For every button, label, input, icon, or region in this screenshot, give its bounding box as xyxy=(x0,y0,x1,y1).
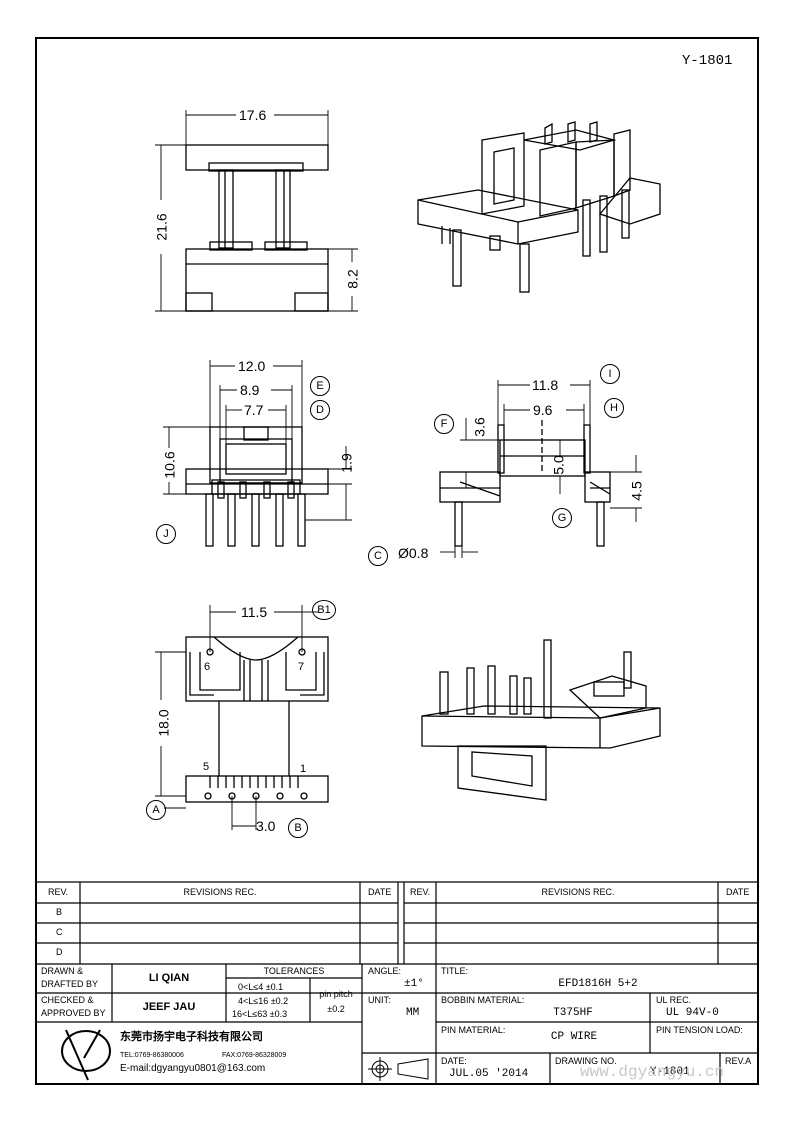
dim-w89: 8.9 xyxy=(240,382,260,398)
drawing-no-label: DRAWING NO. xyxy=(555,1056,617,1066)
title-label: TITLE: xyxy=(441,966,469,976)
rev-row-c: C xyxy=(56,927,63,937)
marker-d: D xyxy=(310,400,330,420)
rev-header-right: REV. xyxy=(410,887,431,897)
marker-c: C xyxy=(368,546,388,566)
dim-w77: 7.7 xyxy=(244,402,264,418)
company-fax: FAX:0769-86328009 xyxy=(222,1052,287,1059)
iso-view-top xyxy=(417,121,661,293)
dim-pitch: 3.0 xyxy=(256,818,276,834)
dim-w115: 11.5 xyxy=(241,604,268,620)
dim-height-total: 21.6 xyxy=(153,213,170,241)
bobbin-label: BOBBIN MATERIAL: xyxy=(441,995,525,1005)
pin-material-label: PIN MATERIAL: xyxy=(441,1025,506,1035)
date-header-right: DATE xyxy=(726,887,750,897)
date-value: JUL.05 '2014 xyxy=(449,1068,529,1080)
dim-w12: 12.0 xyxy=(238,358,266,374)
checked-by: JEEF JAU xyxy=(142,1001,196,1013)
drawing-id-top: Y-1801 xyxy=(682,53,733,69)
pin-pitch-label: pin pitch xyxy=(319,989,353,999)
marker-e: E xyxy=(310,376,330,396)
marker-g: G xyxy=(552,508,572,528)
ul-value: UL 94V-0 xyxy=(666,1007,719,1019)
checked-label-2: APPROVED BY xyxy=(41,1008,106,1018)
unit-label: UNIT: xyxy=(368,995,391,1005)
side-view xyxy=(185,426,329,547)
marker-j: J xyxy=(156,524,176,544)
marker-f: F xyxy=(434,414,454,434)
company-logo xyxy=(61,1029,111,1081)
dim-w96: 9.6 xyxy=(533,402,553,418)
ul-label: UL REC. xyxy=(656,995,692,1005)
marker-h: H xyxy=(604,398,624,418)
tolerance-3: 16<L≤63 ±0.3 xyxy=(232,1009,288,1019)
rev-header-left: REV. xyxy=(48,887,69,897)
top-view-dims xyxy=(155,110,358,312)
rec-header-right: REVISIONS REC. xyxy=(541,887,615,897)
rev-a-label: REV.A xyxy=(725,1056,752,1066)
top-view xyxy=(185,144,329,312)
drawn-label-2: DRAFTED BY xyxy=(41,979,99,989)
watermark: www.dgyangyu.cn xyxy=(580,1063,725,1081)
section-view xyxy=(439,420,611,547)
pin-label-7: 7 xyxy=(298,661,305,673)
tolerance-1: 0<L≤4 ±0.1 xyxy=(238,982,284,992)
marker-i: I xyxy=(600,364,620,384)
marker-a: A xyxy=(146,800,166,820)
rec-header-left: REVISIONS REC. xyxy=(183,887,257,897)
rev-row-d: D xyxy=(56,947,63,957)
pin-label-5: 5 xyxy=(203,761,210,773)
checked-label-1: CHECKED & xyxy=(41,995,94,1005)
drawn-by: LI QIAN xyxy=(148,972,190,984)
tolerance-2: 4<L≤16 ±0.2 xyxy=(238,996,289,1006)
dim-h36: 3.6 xyxy=(471,417,488,437)
side-view-dims xyxy=(163,360,352,521)
dim-width-top: 17.6 xyxy=(239,107,267,123)
iso-view-bottom xyxy=(421,639,661,801)
angle-value: ±1° xyxy=(404,978,424,990)
drawing-no-value: Y-1801 xyxy=(650,1066,690,1078)
dim-h50: 5.0 xyxy=(550,455,567,475)
dim-h106: 10.6 xyxy=(161,451,178,479)
dim-w118: 11.8 xyxy=(532,377,559,393)
bottom-view xyxy=(185,636,329,803)
bottom-view-dims xyxy=(155,605,318,830)
unit-value: MM xyxy=(406,1007,420,1019)
pin-label-6: 6 xyxy=(204,661,211,673)
date-label: DATE: xyxy=(441,1056,467,1066)
dim-pin-dia: Ø0.8 xyxy=(398,545,429,561)
marker-b1: B1 xyxy=(312,600,336,620)
title-value: EFD1816H 5+2 xyxy=(558,978,638,990)
pin-material-value: CP WIRE xyxy=(550,1031,598,1043)
tolerances-label: TOLERANCES xyxy=(263,966,325,976)
dim-height-base: 8.2 xyxy=(344,269,361,289)
drawn-label-1: DRAWN & xyxy=(41,966,84,976)
pin-label-1: 1 xyxy=(300,763,307,775)
company-tel: TEL:0769-86380006 xyxy=(120,1052,184,1059)
section-view-dims xyxy=(440,380,642,558)
table-grid xyxy=(36,881,758,1084)
company-name: 东莞市扬宇电子科技有限公司 xyxy=(120,1031,263,1043)
dim-h19: 1.9 xyxy=(338,453,355,473)
angle-label: ANGLE: xyxy=(368,966,402,976)
pin-pitch-tol: ±0.2 xyxy=(327,1004,345,1014)
dim-h180: 18.0 xyxy=(155,709,172,737)
company-email: E-mail:dgyangyu0801@163.com xyxy=(120,1063,266,1074)
bobbin-value: T375HF xyxy=(553,1007,593,1019)
projection-symbol-icon xyxy=(368,1057,429,1081)
date-header-left: DATE xyxy=(368,887,392,897)
marker-b: B xyxy=(288,818,308,838)
dim-h45: 4.5 xyxy=(628,481,645,501)
rev-row-b: B xyxy=(56,907,63,917)
sheet-border xyxy=(35,37,759,1085)
pin-tension-label: PIN TENSION LOAD: xyxy=(656,1025,743,1035)
